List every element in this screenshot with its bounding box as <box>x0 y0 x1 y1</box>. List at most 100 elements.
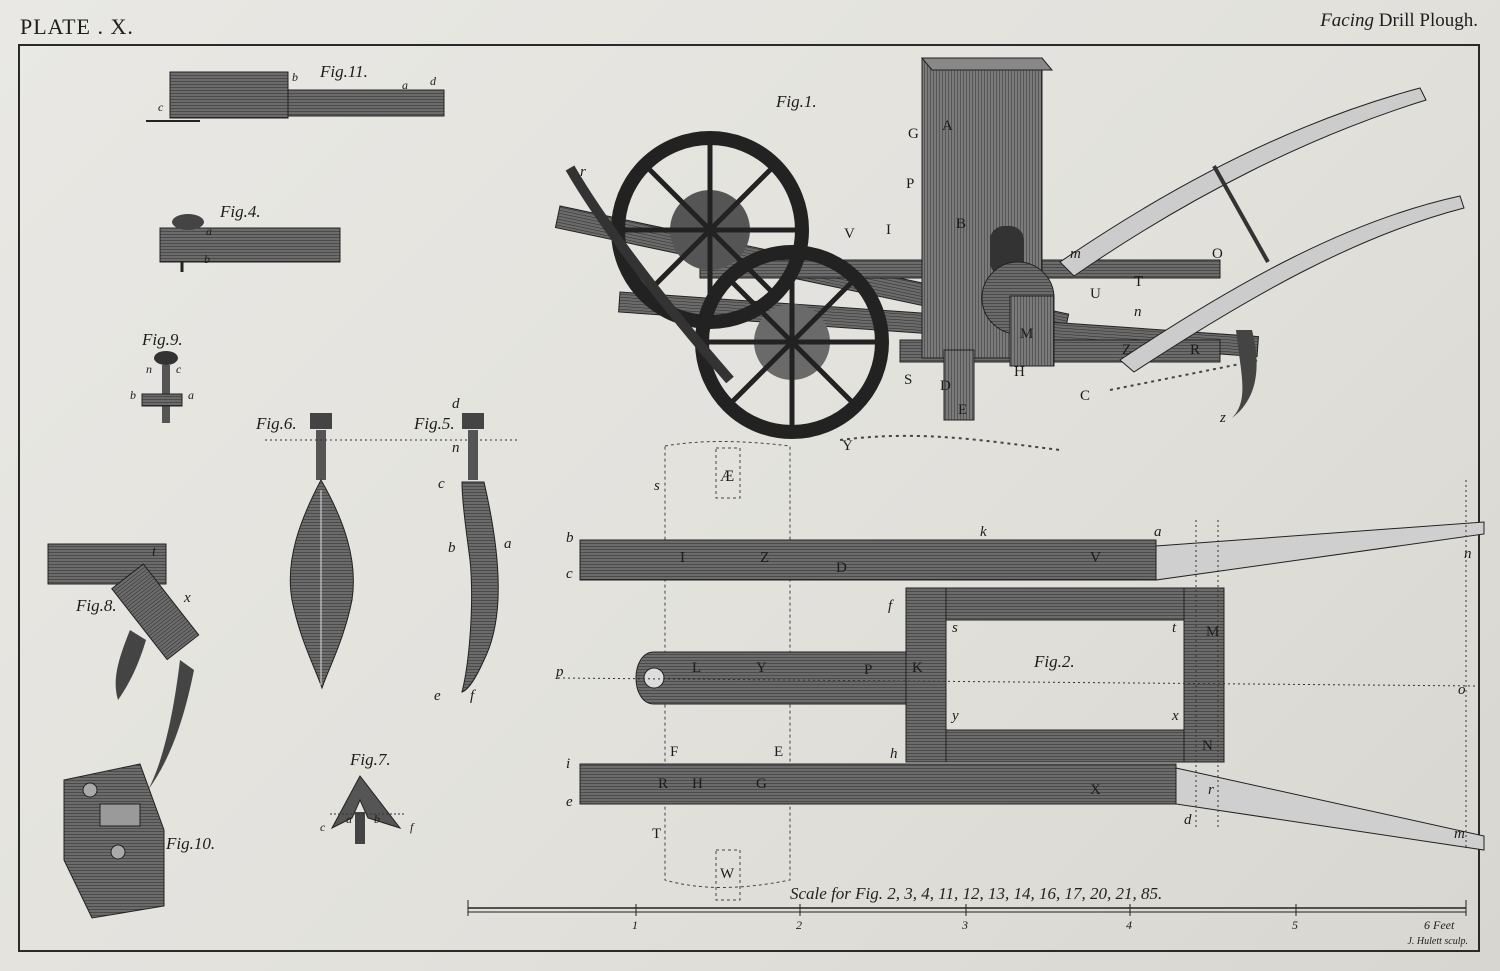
engraver-signature: J. Hulett sculp. <box>1407 936 1468 947</box>
letter: z <box>1220 410 1226 426</box>
letter: d <box>1184 812 1192 828</box>
letter: U <box>1090 286 1101 302</box>
letter: G <box>756 776 767 792</box>
letter: h <box>890 746 898 762</box>
letter: t <box>152 544 157 560</box>
letter: R <box>1190 342 1201 358</box>
letter: S <box>904 372 913 388</box>
letter: T <box>1134 274 1144 290</box>
letter: b <box>374 812 380 826</box>
scale-caption: Scale for Fig. 2, 3, 4, 11, 12, 13, 14, … <box>790 884 1163 903</box>
letter: d <box>430 74 436 88</box>
letter: H <box>692 776 703 792</box>
scale-tick-label: 2 <box>796 918 802 932</box>
letter: P <box>864 662 873 678</box>
letter: Y <box>842 438 853 454</box>
letter: o <box>1458 682 1466 698</box>
letter: x <box>1172 708 1179 724</box>
letter: m <box>1454 826 1465 842</box>
letter: f <box>470 688 475 704</box>
letter: k <box>980 524 987 540</box>
fig10-block <box>63 763 165 919</box>
fig9-screw <box>141 351 183 423</box>
letter: x <box>184 590 191 606</box>
scale-tick-label: 3 <box>962 918 968 932</box>
scale-bar <box>467 900 1467 916</box>
fig1-caption: Fig.1. <box>776 92 817 111</box>
letter: N <box>1202 738 1213 754</box>
letter: b <box>448 540 456 556</box>
fig4-bar <box>159 214 341 272</box>
fig6-share <box>289 413 354 690</box>
letter: L <box>692 660 702 676</box>
fig8-bracket <box>47 543 200 790</box>
fig11-bar <box>146 71 445 122</box>
letter: D <box>836 560 847 576</box>
fig4-caption: Fig.4. <box>220 202 261 221</box>
letter: c <box>566 566 573 582</box>
letter: V <box>1090 550 1101 566</box>
letter: c <box>320 820 326 834</box>
letter: a <box>206 224 212 238</box>
letter: M <box>1020 326 1034 342</box>
letter: c <box>158 100 164 114</box>
letter: W <box>720 866 735 882</box>
letter: T <box>652 826 662 842</box>
letter: r <box>580 164 586 180</box>
letter: K <box>912 660 923 676</box>
letter: B <box>956 216 967 232</box>
fig2-caption: Fig.2. <box>1034 652 1075 671</box>
letter: Æ <box>720 468 735 485</box>
letter: I <box>680 550 685 566</box>
letter: b <box>292 70 298 84</box>
letter: G <box>908 126 919 142</box>
facing-word: Facing <box>1320 10 1375 31</box>
fig6-caption: Fig.6. <box>256 414 297 433</box>
plate-frame <box>18 44 1480 952</box>
letter: b <box>130 388 136 402</box>
letter: p <box>556 664 564 680</box>
letter: c <box>176 362 182 376</box>
letter: r <box>1208 782 1214 798</box>
scale-tick-label: 4 <box>1126 918 1132 932</box>
letter: f <box>410 820 414 834</box>
letter: n <box>1134 304 1142 320</box>
letter: b <box>566 530 574 546</box>
letter: E <box>774 744 784 760</box>
letter: X <box>1090 782 1101 798</box>
letter: a <box>402 78 408 92</box>
letter: Z <box>760 550 770 566</box>
letter: i <box>566 756 571 772</box>
letter: e <box>434 688 441 704</box>
letter: I <box>886 222 891 238</box>
letter: s <box>952 620 958 636</box>
letter: n <box>452 440 460 456</box>
letter: m <box>1070 246 1081 262</box>
letter: F <box>670 744 679 760</box>
letter: Y <box>756 660 767 676</box>
letter: V <box>844 226 855 242</box>
scale-tick-label: 6 Feet <box>1424 918 1455 932</box>
fig9-caption: Fig.9. <box>142 330 183 349</box>
letter: R <box>658 776 669 792</box>
fig5-coulter <box>461 413 499 693</box>
letter: y <box>952 708 959 724</box>
letter: P <box>906 176 915 192</box>
fig7-share <box>330 775 404 844</box>
letter: b <box>204 252 210 266</box>
facing-title: Drill Plough. <box>1378 10 1478 31</box>
letter: t <box>1172 620 1177 636</box>
letter: a <box>346 812 352 826</box>
letter: c <box>438 476 445 492</box>
fig1-drill-plough <box>554 57 1465 451</box>
plate-title: PLATE . X. <box>20 14 134 39</box>
letter: a <box>504 536 512 552</box>
letter: e <box>566 794 573 810</box>
letter: n <box>146 362 152 376</box>
letter: a <box>1154 524 1162 540</box>
facing-caption: Facing Drill Plough. <box>1320 10 1478 32</box>
fig7-caption: Fig.7. <box>350 750 391 769</box>
scale-tick-label: 5 <box>1292 918 1298 932</box>
